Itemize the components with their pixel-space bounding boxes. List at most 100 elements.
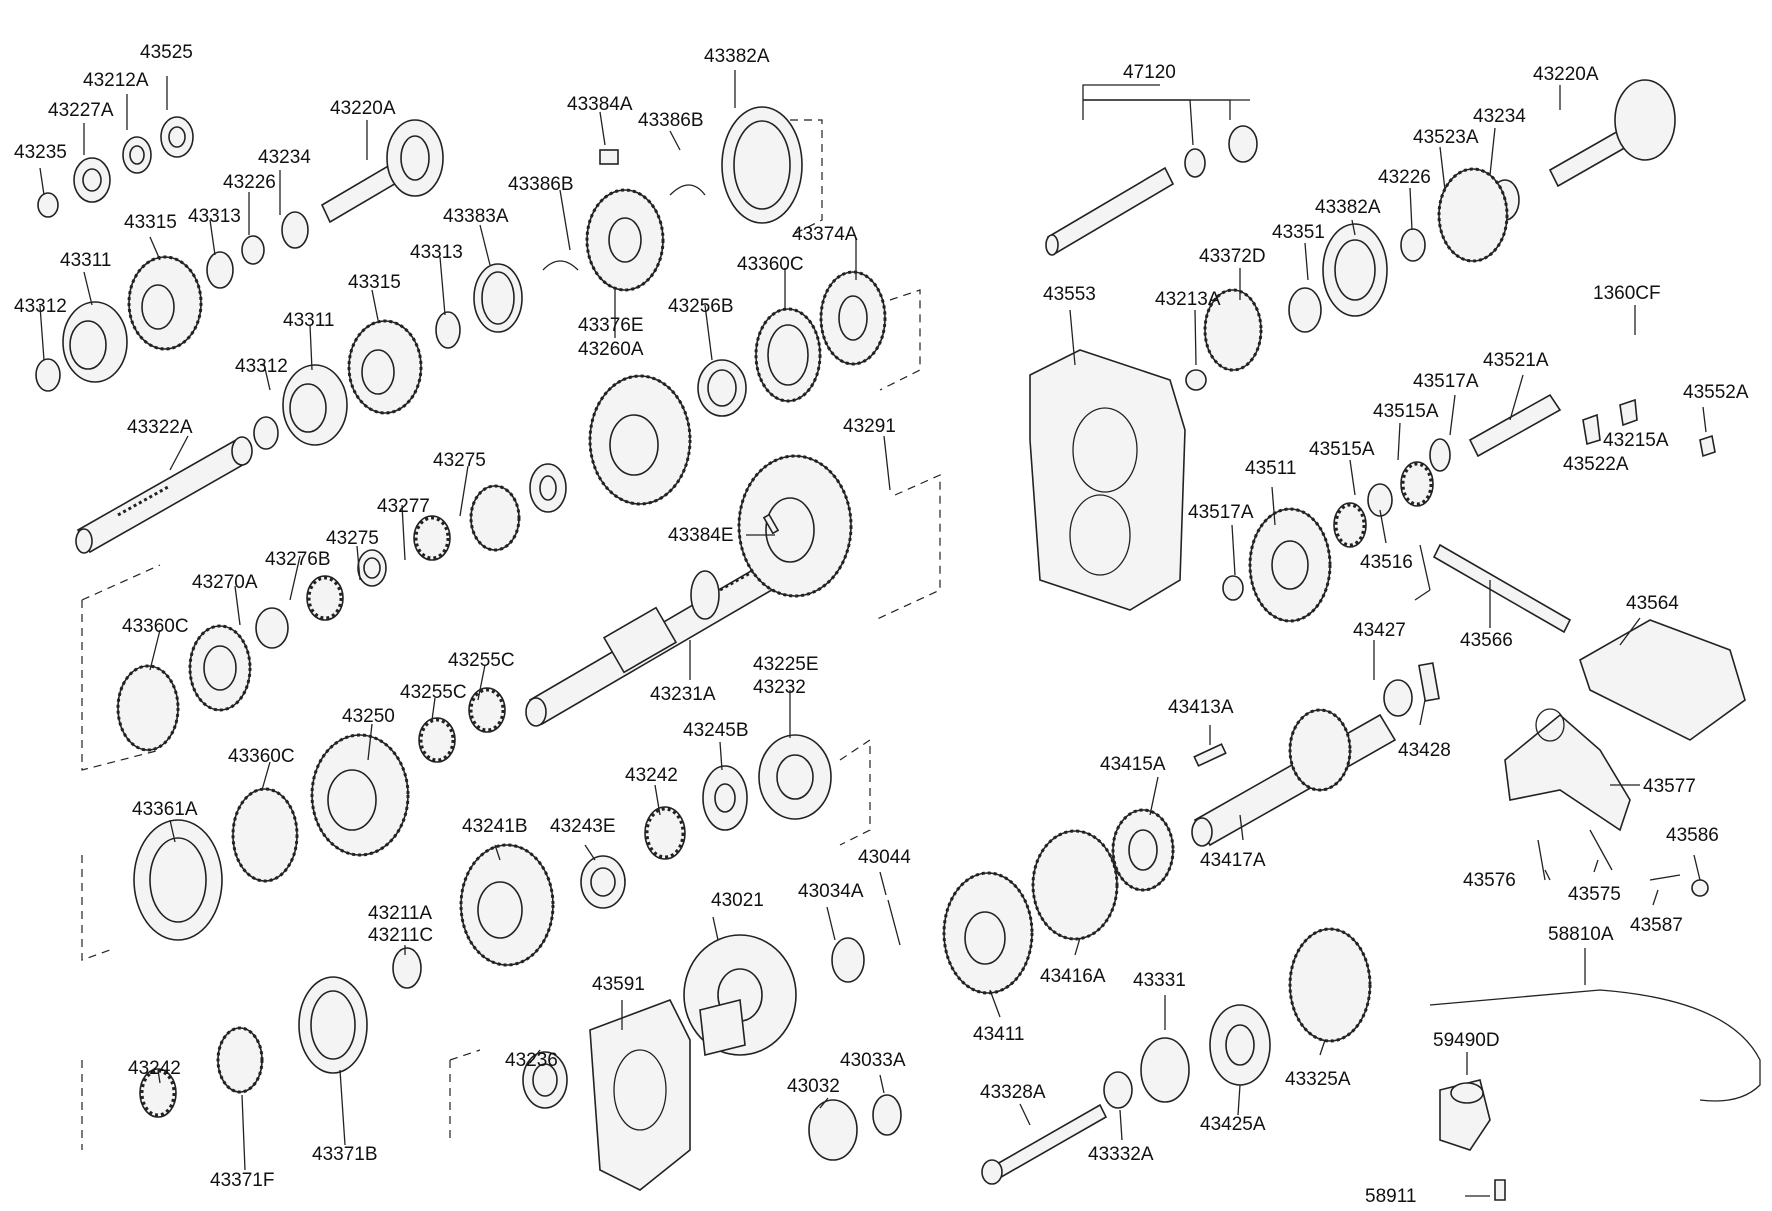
label-43427: 43427 xyxy=(1353,620,1406,641)
label-43382A-left: 43382A xyxy=(704,46,770,67)
label-43360C-top: 43360C xyxy=(737,254,804,275)
label-43021: 43021 xyxy=(711,890,764,911)
label-43332A: 43332A xyxy=(1088,1144,1154,1165)
label-43250: 43250 xyxy=(342,706,395,727)
label-43586: 43586 xyxy=(1666,825,1719,846)
label-43521A: 43521A xyxy=(1483,350,1549,371)
label-43215A: 43215A xyxy=(1603,430,1669,451)
label-43277: 43277 xyxy=(377,496,430,517)
leader-lines xyxy=(39,70,1707,1197)
label-43312-top: 43312 xyxy=(14,296,67,317)
label-43564: 43564 xyxy=(1626,593,1679,614)
label-43360C-low: 43360C xyxy=(228,746,295,767)
label-43242-a: 43242 xyxy=(625,765,678,786)
label-43372D: 43372D xyxy=(1199,246,1266,267)
label-43411: 43411 xyxy=(973,1024,1024,1045)
label-43226-right: 43226 xyxy=(1378,167,1431,188)
label-43517A-a: 43517A xyxy=(1413,371,1479,392)
label-43322A: 43322A xyxy=(127,417,193,438)
label-43386B-b: 43386B xyxy=(508,174,574,195)
label-43351: 43351 xyxy=(1272,222,1325,243)
label-43034A: 43034A xyxy=(798,881,864,902)
label-43232: 43232 xyxy=(753,677,806,698)
label-43243E: 43243E xyxy=(550,816,616,837)
label-43523A: 43523A xyxy=(1413,127,1479,148)
label-43311-mid: 43311 xyxy=(283,310,334,331)
label-43511: 43511 xyxy=(1245,458,1296,479)
label-43213A: 43213A xyxy=(1155,289,1221,310)
label-43371B: 43371B xyxy=(312,1144,378,1165)
label-58911: 58911 xyxy=(1365,1186,1416,1207)
label-43386B-a: 43386B xyxy=(638,110,704,131)
group-frames xyxy=(81,119,941,1150)
label-43275-b: 43275 xyxy=(326,528,379,549)
gear-group-left xyxy=(35,106,902,1191)
label-43413A: 43413A xyxy=(1168,697,1234,718)
label-43291: 43291 xyxy=(843,416,896,437)
label-43313-mid: 43313 xyxy=(410,242,463,263)
label-43227A: 43227A xyxy=(48,100,114,121)
label-43212A: 43212A xyxy=(83,70,149,91)
label-43517A-b: 43517A xyxy=(1188,502,1254,523)
label-1360CF: 1360CF xyxy=(1593,283,1661,304)
label-47120: 47120 xyxy=(1123,62,1176,83)
label-43241B: 43241B xyxy=(462,816,528,837)
label-43211C: 43211C xyxy=(368,925,433,946)
label-43587: 43587 xyxy=(1630,915,1683,936)
label-43325A: 43325A xyxy=(1285,1069,1351,1090)
label-43415A: 43415A xyxy=(1100,754,1166,775)
input-shaft-43322A xyxy=(75,436,253,554)
label-43360C-mid: 43360C xyxy=(122,616,189,637)
shaft-43220A-left xyxy=(320,119,444,224)
label-43256B: 43256B xyxy=(668,296,734,317)
label-43331: 43331 xyxy=(1133,970,1186,991)
label-43382A-right: 43382A xyxy=(1315,197,1381,218)
gear-group-right xyxy=(942,79,1761,1201)
label-43226-left: 43226 xyxy=(223,172,276,193)
label-43516: 43516 xyxy=(1360,552,1413,573)
label-43220A-left: 43220A xyxy=(330,98,396,119)
label-43575: 43575 xyxy=(1568,884,1621,905)
label-43361A: 43361A xyxy=(132,799,198,820)
label-43425A: 43425A xyxy=(1200,1114,1266,1135)
label-43270A: 43270A xyxy=(192,572,258,593)
output-shaft-43231A xyxy=(525,558,784,727)
label-58810A: 58810A xyxy=(1548,924,1614,945)
label-43044: 43044 xyxy=(858,847,911,868)
label-43328A: 43328A xyxy=(980,1082,1046,1103)
label-43566: 43566 xyxy=(1460,630,1513,651)
label-43236: 43236 xyxy=(505,1050,558,1071)
label-43276B: 43276B xyxy=(265,549,331,570)
label-43245B: 43245B xyxy=(683,720,749,741)
label-43312-mid: 43312 xyxy=(235,356,288,377)
label-43315-top: 43315 xyxy=(124,212,177,233)
label-43275-a: 43275 xyxy=(433,450,486,471)
label-43255C-a: 43255C xyxy=(448,650,515,671)
label-43033A: 43033A xyxy=(840,1050,906,1071)
label-43576: 43576 xyxy=(1463,870,1516,891)
label-43242-b: 43242 xyxy=(128,1058,181,1079)
label-43376E: 43376E xyxy=(578,315,644,336)
label-43374A: 43374A xyxy=(792,224,858,245)
part-number-labels: 43525 43212A 43227A 43235 43220A 43234 4… xyxy=(14,42,1749,1207)
label-43032: 43032 xyxy=(787,1076,840,1097)
label-43417A: 43417A xyxy=(1200,850,1266,871)
label-43428: 43428 xyxy=(1398,740,1451,761)
label-43552A: 43552A xyxy=(1683,382,1749,403)
label-43383A: 43383A xyxy=(443,206,509,227)
label-43591: 43591 xyxy=(592,974,645,995)
label-43515A-a: 43515A xyxy=(1373,401,1439,422)
label-59490D: 59490D xyxy=(1433,1030,1500,1051)
label-43234-left: 43234 xyxy=(258,147,311,168)
label-43515A-b: 43515A xyxy=(1309,439,1375,460)
label-43525: 43525 xyxy=(140,42,193,63)
label-43371F: 43371F xyxy=(210,1170,274,1191)
label-43577: 43577 xyxy=(1643,776,1696,797)
label-43255C-b: 43255C xyxy=(400,682,467,703)
label-43234-right: 43234 xyxy=(1473,106,1526,127)
label-43225E: 43225E xyxy=(753,654,819,675)
label-43416A: 43416A xyxy=(1040,966,1106,987)
label-43522A: 43522A xyxy=(1563,454,1629,475)
label-43384A: 43384A xyxy=(567,94,633,115)
